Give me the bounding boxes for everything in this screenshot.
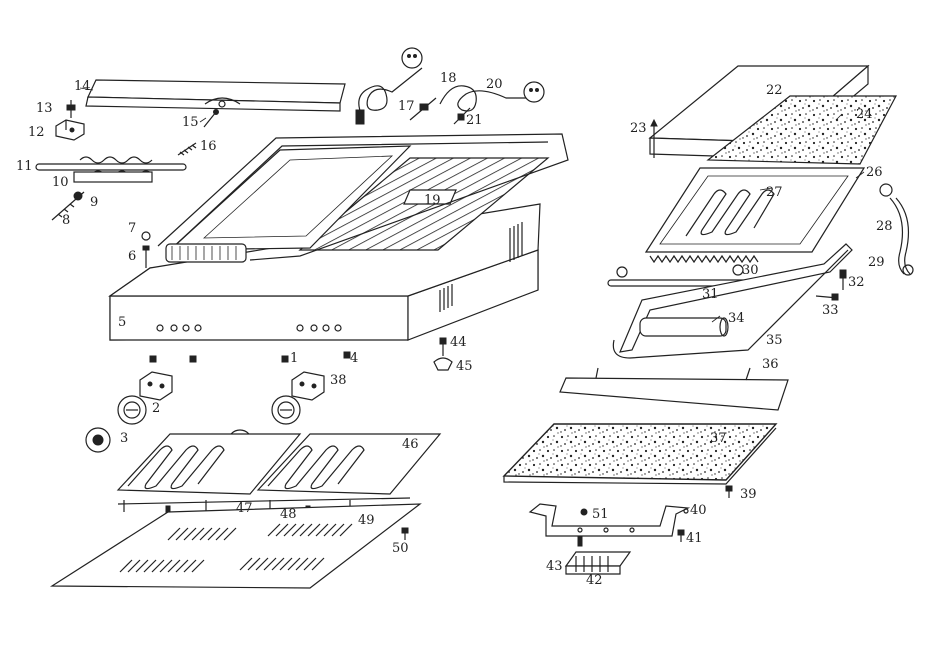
label-43: 43: [546, 559, 563, 574]
label-19: 19: [424, 193, 441, 208]
part-number-labels: 1 2 3 4 5 6 7 8 9 10 11 12 13 14 15 16 1…: [16, 71, 893, 588]
label-40: 40: [690, 503, 707, 518]
label-18: 18: [440, 71, 457, 86]
screw-23: [650, 118, 658, 158]
heating-element-right: [256, 433, 442, 512]
bolt-13: [66, 100, 76, 118]
power-cord-right: [439, 81, 545, 112]
label-42: 42: [586, 573, 603, 588]
screw-32: [839, 269, 847, 290]
top-cover-plate: [85, 79, 346, 112]
label-5: 5: [118, 315, 126, 330]
foot-44-45: [433, 337, 453, 371]
connector-17: [409, 97, 437, 121]
terminal-block-42: [564, 535, 632, 575]
label-22: 22: [766, 83, 783, 98]
heating-tray-26: [644, 167, 866, 264]
label-16: 16: [200, 139, 217, 154]
label-30: 30: [742, 263, 759, 278]
screw-50: [401, 527, 409, 540]
nut-51: [580, 508, 588, 516]
screw-41: [677, 529, 685, 542]
lower-handle-35: [612, 243, 853, 359]
label-1: 1: [290, 351, 298, 366]
label-3: 3: [120, 431, 128, 446]
label-49: 49: [358, 513, 375, 528]
screw-33: [815, 293, 839, 301]
connector-21: [453, 107, 471, 125]
label-37: 37: [710, 431, 727, 446]
thermostat-left: [139, 371, 173, 401]
label-45: 45: [456, 359, 473, 374]
washer-9: [73, 191, 83, 201]
bracket-12: [55, 119, 85, 141]
label-14: 14: [74, 79, 91, 94]
label-10: 10: [52, 175, 69, 190]
screw-15: [203, 109, 219, 128]
label-6: 6: [128, 249, 136, 264]
label-24: 24: [856, 107, 873, 122]
screws-1-4: [149, 351, 351, 363]
label-8: 8: [62, 213, 70, 228]
screw-39: [725, 485, 733, 498]
label-35: 35: [766, 333, 783, 348]
side-vents: [439, 222, 523, 312]
grill-plate-19: [298, 157, 550, 251]
label-20: 20: [486, 77, 503, 92]
label-12: 12: [28, 125, 45, 140]
label-4: 4: [350, 351, 358, 366]
label-50: 50: [392, 541, 409, 556]
label-36: 36: [762, 357, 779, 372]
front-bar-36: [559, 367, 789, 411]
stone-plate-37: [502, 423, 778, 485]
upper-plate-left: [168, 145, 412, 251]
label-41: 41: [686, 531, 703, 546]
label-7: 7: [128, 221, 136, 236]
label-32: 32: [848, 275, 865, 290]
label-39: 39: [740, 487, 757, 502]
bracket-40: [528, 503, 691, 537]
label-26: 26: [866, 165, 883, 180]
leader-lines: [79, 87, 865, 323]
insulation-24: [706, 95, 897, 165]
knob-right: [271, 395, 301, 425]
label-27: 27: [766, 185, 783, 200]
heating-element-left: [116, 433, 302, 512]
dial-3: [85, 427, 111, 453]
label-38: 38: [330, 373, 347, 388]
label-44: 44: [450, 335, 467, 350]
screw-8: [51, 191, 85, 221]
label-17: 17: [398, 99, 415, 114]
label-29: 29: [868, 255, 885, 270]
label-47: 47: [236, 501, 253, 516]
label-31: 31: [702, 287, 719, 302]
label-21: 21: [466, 113, 483, 128]
label-51: 51: [592, 507, 609, 522]
label-9: 9: [90, 195, 98, 210]
label-11: 11: [16, 159, 33, 174]
base-vents: [119, 523, 353, 573]
spring-16: [177, 142, 197, 156]
tube-28: [879, 183, 914, 276]
label-28: 28: [876, 219, 893, 234]
handle-frame: [157, 133, 569, 263]
label-34: 34: [728, 311, 745, 326]
label-33: 33: [822, 303, 839, 318]
knob-2: [117, 395, 147, 425]
power-cord-left: [355, 47, 423, 125]
label-13: 13: [36, 101, 53, 116]
screw-6: [142, 245, 150, 268]
washer-7: [141, 231, 151, 241]
label-23: 23: [630, 121, 647, 136]
hinge-shaft-11: [35, 156, 187, 183]
label-2: 2: [152, 401, 160, 416]
label-46: 46: [402, 437, 419, 452]
label-15: 15: [182, 115, 199, 130]
label-48: 48: [280, 507, 297, 522]
thermostat-right: [291, 371, 325, 401]
base-plate-49: [49, 503, 422, 589]
rod-31: [607, 264, 747, 287]
